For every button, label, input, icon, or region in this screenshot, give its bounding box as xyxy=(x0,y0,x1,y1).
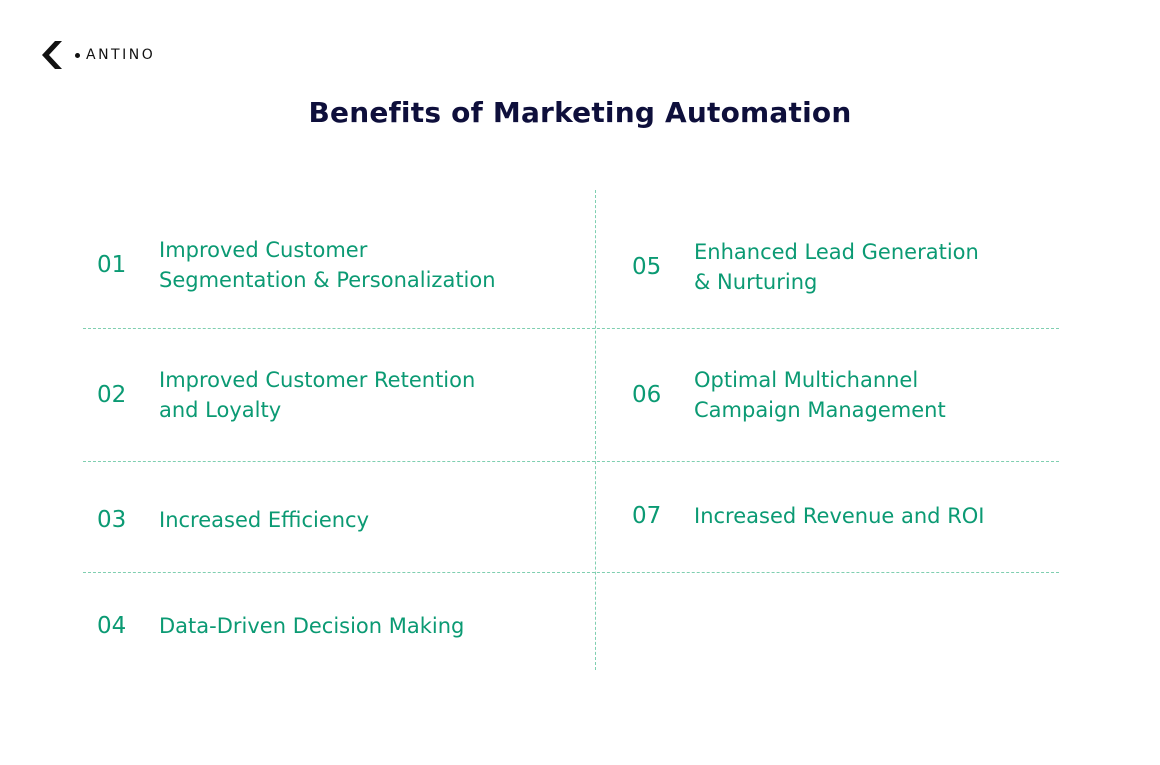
benefit-number: 04 xyxy=(97,613,127,639)
antino-logo-icon xyxy=(42,41,62,69)
benefit-label: Increased Efficiency xyxy=(159,508,370,532)
benefit-label: Improved Customer Retention and Loyalty xyxy=(159,368,476,422)
benefit-number: 06 xyxy=(632,382,662,408)
benefit-item-03: 03 Increased Efficiency xyxy=(97,505,369,535)
benefit-number: 03 xyxy=(97,507,127,533)
benefit-item-05: 05 Enhanced Lead Generation & Nurturing xyxy=(632,237,979,297)
column-divider xyxy=(595,190,596,670)
row-divider xyxy=(83,572,1059,573)
benefit-label: Improved Customer Segmentation & Persona… xyxy=(159,238,496,292)
brand-logo: ANTINO xyxy=(41,40,155,70)
benefit-label: Data-Driven Decision Making xyxy=(159,614,465,638)
benefit-number: 07 xyxy=(632,503,662,529)
benefit-item-06: 06 Optimal Multichannel Campaign Managem… xyxy=(632,365,946,425)
page-title: Benefits of Marketing Automation xyxy=(308,96,852,129)
benefit-number: 02 xyxy=(97,382,127,408)
logo-dot xyxy=(75,52,80,58)
row-divider xyxy=(83,328,1059,329)
benefit-item-01: 01 Improved Customer Segmentation & Pers… xyxy=(97,235,496,295)
benefit-number: 05 xyxy=(632,254,662,280)
benefit-label: Optimal Multichannel Campaign Management xyxy=(694,368,946,422)
benefit-label: Increased Revenue and ROI xyxy=(694,504,985,528)
benefit-item-02: 02 Improved Customer Retention and Loyal… xyxy=(97,365,475,425)
benefit-item-07: 07 Increased Revenue and ROI xyxy=(632,501,985,531)
brand-name: ANTINO xyxy=(86,47,156,63)
benefit-label: Enhanced Lead Generation & Nurturing xyxy=(694,240,979,294)
benefit-number: 01 xyxy=(97,252,127,278)
row-divider xyxy=(83,461,1059,462)
benefit-item-04: 04 Data-Driven Decision Making xyxy=(97,611,464,641)
benefits-grid: 01 Improved Customer Segmentation & Pers… xyxy=(83,190,1059,670)
